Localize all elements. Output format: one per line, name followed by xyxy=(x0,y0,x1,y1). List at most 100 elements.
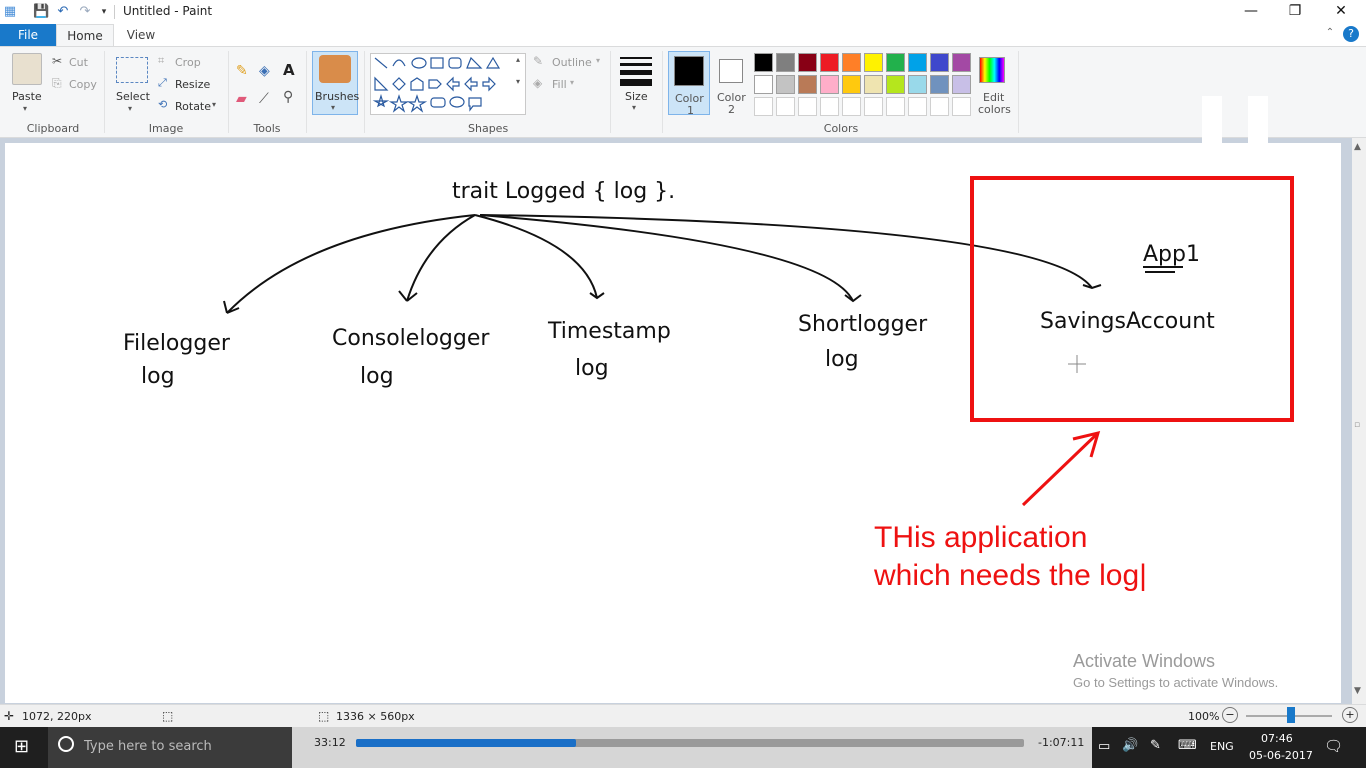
scroll-up-icon[interactable]: ▲ xyxy=(1354,142,1361,152)
undo-icon[interactable]: ↶ xyxy=(57,4,69,19)
help-icon[interactable]: ? xyxy=(1343,26,1359,42)
color-swatch[interactable] xyxy=(930,97,949,116)
color-swatch[interactable] xyxy=(930,75,949,94)
color-swatch[interactable] xyxy=(952,75,971,94)
color-swatch[interactable] xyxy=(820,97,839,116)
color-swatch[interactable] xyxy=(864,53,883,72)
child-2-method: log xyxy=(360,364,394,389)
maximize-button[interactable]: ❐ xyxy=(1288,3,1302,19)
color-swatch[interactable] xyxy=(952,53,971,72)
shapes-gallery[interactable] xyxy=(370,53,526,115)
color-swatch[interactable] xyxy=(798,97,817,116)
clock-time[interactable]: 07:46 xyxy=(1261,732,1293,745)
color-swatch[interactable] xyxy=(776,75,795,94)
save-icon[interactable]: 💾 xyxy=(33,4,50,19)
copy-button[interactable]: Copy xyxy=(69,78,97,91)
zoom-slider-thumb[interactable] xyxy=(1287,707,1295,723)
customize-quick-access-icon[interactable]: ▾ xyxy=(101,7,107,17)
pencil-icon[interactable]: ✎ xyxy=(236,63,248,79)
text-tool-icon[interactable]: A xyxy=(283,61,295,79)
zoom-in-button[interactable]: + xyxy=(1342,707,1358,723)
root-label: trait Logged { log }. xyxy=(452,179,675,204)
resize-button[interactable]: Resize xyxy=(175,78,211,91)
color-swatch[interactable] xyxy=(776,97,795,116)
color-swatch[interactable] xyxy=(908,75,927,94)
color-swatch[interactable] xyxy=(864,75,883,94)
pen-icon[interactable]: ✎ xyxy=(1150,738,1161,753)
video-progress-track[interactable] xyxy=(356,739,1024,747)
color-swatch[interactable] xyxy=(930,53,949,72)
color-swatch[interactable] xyxy=(798,53,817,72)
paste-button[interactable]: Paste xyxy=(12,90,42,103)
color-swatch[interactable] xyxy=(842,75,861,94)
window-title: Untitled - Paint xyxy=(123,4,213,18)
color-swatch[interactable] xyxy=(798,75,817,94)
color1-button[interactable]: Color 1 xyxy=(668,51,710,117)
windows-start-icon[interactable]: ⊞ xyxy=(14,736,30,757)
color-swatch[interactable] xyxy=(908,53,927,72)
color-swatch[interactable] xyxy=(754,97,773,116)
drawing-canvas[interactable]: trait Logged { log }. Filelogger log Con… xyxy=(5,143,1341,703)
volume-icon[interactable]: 🔊 xyxy=(1122,738,1139,753)
shapes-scroll-up-icon[interactable]: ▴ xyxy=(516,55,521,64)
vertical-scrollbar[interactable]: ▲ ▫ ▼ xyxy=(1352,138,1366,704)
fill-dropdown-icon[interactable]: ▾ xyxy=(570,78,575,87)
fill-button[interactable]: Fill xyxy=(552,78,567,91)
paste-dropdown-icon[interactable]: ▾ xyxy=(23,104,28,113)
crop-button[interactable]: Crop xyxy=(175,56,201,69)
clock-date[interactable]: 05-06-2017 xyxy=(1249,749,1313,762)
color-picker-icon[interactable]: ⟋ xyxy=(259,91,269,107)
scroll-down-icon[interactable]: ▼ xyxy=(1354,686,1361,696)
brushes-button[interactable]: Brushes ▾ xyxy=(312,51,359,115)
color-swatch[interactable] xyxy=(820,75,839,94)
color-swatch[interactable] xyxy=(864,97,883,116)
minimize-ribbon-icon[interactable]: ⌃ xyxy=(1325,27,1335,38)
minimize-button[interactable]: — xyxy=(1244,3,1258,19)
tab-file[interactable]: File xyxy=(0,24,56,46)
select-button[interactable]: Select xyxy=(116,90,150,103)
redo-icon[interactable]: ↷ xyxy=(79,4,91,19)
color-swatch[interactable] xyxy=(952,97,971,116)
rotate-dropdown-icon[interactable]: ▾ xyxy=(212,100,217,109)
color-swatch[interactable] xyxy=(842,97,861,116)
notifications-icon[interactable]: 🗨 xyxy=(1324,737,1344,755)
size-dropdown-icon[interactable]: ▾ xyxy=(632,103,637,112)
size-button[interactable]: Size xyxy=(625,90,648,103)
color-swatch[interactable] xyxy=(908,97,927,116)
color-swatch[interactable] xyxy=(776,53,795,72)
color-swatch[interactable] xyxy=(886,75,905,94)
zoom-out-button[interactable]: − xyxy=(1222,707,1238,723)
scroll-resize-handle-icon[interactable]: ▫ xyxy=(1354,420,1361,430)
taskbar-search[interactable]: Type here to search xyxy=(48,727,292,768)
magnifier-icon[interactable]: ⚲ xyxy=(283,89,294,105)
outline-dropdown-icon[interactable]: ▾ xyxy=(596,56,601,65)
rotate-button[interactable]: Rotate xyxy=(175,100,212,113)
tab-home[interactable]: Home xyxy=(56,24,114,46)
color-swatch[interactable] xyxy=(754,75,773,94)
clipboard-group-label: Clipboard xyxy=(26,122,80,135)
eraser-icon[interactable]: ▰ xyxy=(236,91,247,107)
selection-size-icon: ⬚ xyxy=(162,709,174,723)
arrow-to-shortlogger xyxy=(479,214,854,302)
close-button[interactable]: ✕ xyxy=(1335,3,1347,19)
color-swatch[interactable] xyxy=(820,53,839,72)
keyboard-icon[interactable]: ⌨ xyxy=(1178,738,1197,753)
shapes-scroll-down-icon[interactable]: ▾ xyxy=(516,77,521,86)
paint-app-icon: ▦ xyxy=(3,4,17,19)
battery-icon[interactable]: ▭ xyxy=(1098,739,1111,754)
tab-view[interactable]: View xyxy=(126,28,156,42)
color-swatch[interactable] xyxy=(886,97,905,116)
color2-button[interactable]: Color 2 xyxy=(714,51,750,116)
select-dropdown-icon[interactable]: ▾ xyxy=(128,104,133,113)
cut-button[interactable]: Cut xyxy=(69,56,88,69)
child-3-name: Timestamp xyxy=(547,319,671,344)
color-swatch[interactable] xyxy=(754,53,773,72)
fill-bucket-icon[interactable]: ◈ xyxy=(259,63,270,79)
language-indicator[interactable]: ENG xyxy=(1210,740,1234,753)
image-group-label: Image xyxy=(148,122,184,135)
group-separator xyxy=(1018,51,1019,133)
outline-button[interactable]: Outline xyxy=(552,56,592,69)
color-swatch[interactable] xyxy=(842,53,861,72)
color-swatch[interactable] xyxy=(886,53,905,72)
edit-colors-button[interactable]: Edit colors xyxy=(976,55,1011,119)
